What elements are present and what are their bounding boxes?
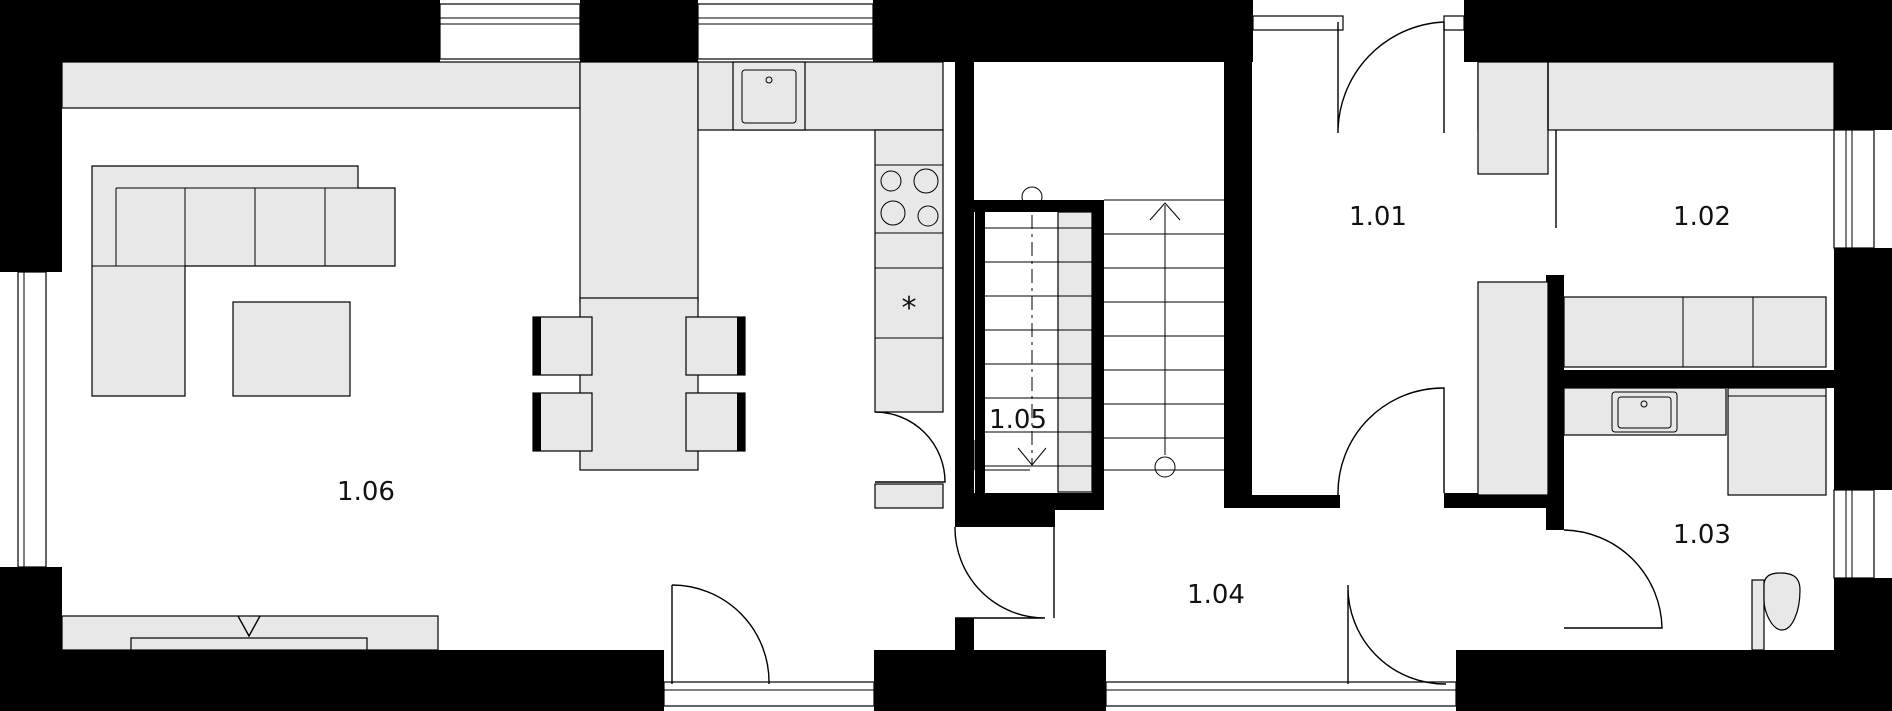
kitchen-furniture: * — [697, 61, 944, 509]
bedroom-bath-fixtures — [1477, 61, 1835, 651]
room-label-1-01: 1.01 — [1349, 202, 1407, 232]
room-labels: 1.01 1.02 1.03 1.04 1.05 1.06 — [337, 202, 1731, 610]
room-label-1-06: 1.06 — [337, 477, 395, 507]
living-furniture — [61, 61, 746, 651]
room-label-1-03: 1.03 — [1673, 520, 1731, 550]
staircase — [974, 186, 1224, 495]
room-label-1-05: 1.05 — [989, 405, 1047, 435]
room-label-1-02: 1.02 — [1673, 202, 1731, 232]
door-swings — [671, 21, 1663, 685]
room-label-1-04: 1.04 — [1187, 580, 1245, 610]
freezer-symbol: * — [902, 291, 917, 326]
